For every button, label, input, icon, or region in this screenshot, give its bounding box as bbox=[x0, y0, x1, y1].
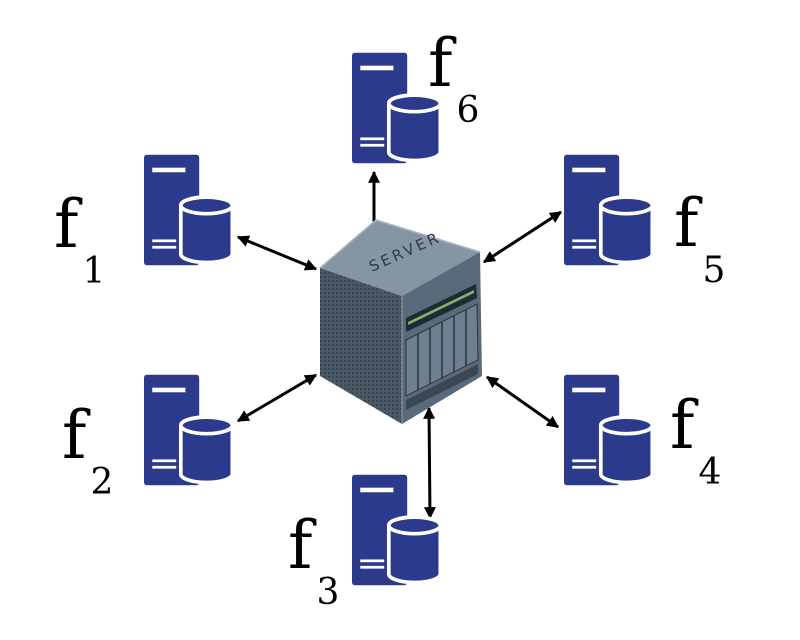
arrow-client-5 bbox=[482, 210, 563, 264]
client-node-6: f6 bbox=[352, 25, 479, 166]
client-node-2: f2 bbox=[62, 372, 235, 503]
database-server-icon bbox=[352, 472, 443, 588]
database-server-icon bbox=[144, 152, 235, 268]
arrow-client-2 bbox=[236, 373, 318, 423]
client-node-5: f5 bbox=[564, 152, 725, 291]
arrow-client-1 bbox=[236, 235, 318, 271]
client-label-1: f1 bbox=[54, 186, 105, 292]
database-server-icon bbox=[564, 152, 655, 268]
central-server: SERVER bbox=[319, 219, 482, 424]
client-label-3: f3 bbox=[288, 507, 339, 613]
client-label-5: f5 bbox=[674, 185, 725, 291]
client-label-2: f2 bbox=[62, 397, 113, 503]
client-label-6: f6 bbox=[428, 25, 479, 131]
arrow-client-3 bbox=[423, 406, 436, 520]
database-server-icon bbox=[144, 372, 235, 488]
client-node-3: f3 bbox=[288, 472, 443, 613]
client-node-1: f1 bbox=[54, 152, 235, 292]
client-node-4: f4 bbox=[564, 372, 721, 493]
arrow-client-4 bbox=[486, 375, 559, 429]
connection-arrows bbox=[236, 170, 563, 520]
database-server-icon bbox=[564, 372, 655, 488]
client-label-4: f4 bbox=[670, 387, 721, 493]
server-rack-icon bbox=[319, 219, 482, 424]
